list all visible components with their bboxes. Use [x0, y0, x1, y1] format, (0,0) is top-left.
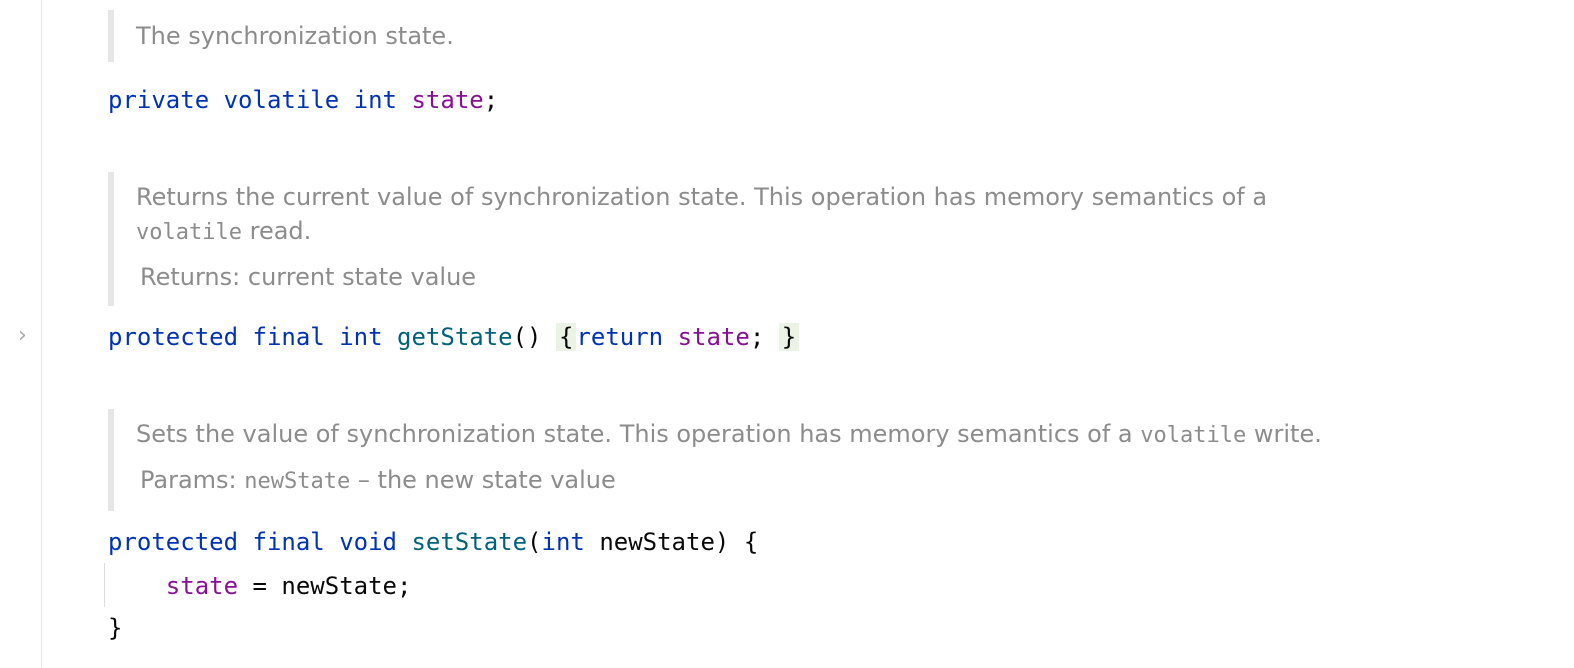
keyword: protected	[108, 323, 239, 351]
doc-code: volatile	[1140, 423, 1247, 448]
returns-text: current state value	[247, 263, 477, 291]
assign-operator: =	[252, 572, 267, 600]
doc-comment-getstate: Returns the current value of synchroniza…	[108, 172, 1267, 306]
doc-code: volatile	[136, 220, 242, 245]
doc-comment-setstate: Sets the value of synchronization state.…	[108, 409, 1322, 511]
doc-comment-state: The synchronization state.	[108, 10, 454, 62]
doc-text: Returns the current value of synchroniza…	[136, 183, 1268, 211]
close-paren: )	[714, 528, 730, 556]
keyword: return	[576, 323, 664, 351]
doc-text: write.	[1253, 420, 1322, 448]
semicolon: ;	[483, 86, 499, 114]
param-name: newState	[599, 528, 715, 556]
close-brace: }	[778, 323, 800, 351]
doc-params: Params: newState – the new state value	[136, 463, 1322, 499]
parens: ()	[512, 323, 542, 351]
method-name[interactable]: setState	[411, 528, 528, 556]
field-name: state	[411, 86, 484, 114]
keyword: final	[252, 528, 325, 556]
open-paren: (	[527, 528, 542, 556]
doc-description: Sets the value of synchronization state.…	[136, 409, 1322, 453]
type: void	[339, 528, 397, 556]
param-name: newState	[244, 469, 351, 494]
method-setstate-body: state = newState;	[108, 568, 412, 604]
field-name: state	[677, 323, 750, 351]
variable: newState	[281, 572, 397, 600]
keyword: final	[252, 323, 325, 351]
doc-returns: Returns: current state value	[136, 260, 1267, 294]
type: int	[339, 323, 383, 351]
param-text: – the new state value	[357, 466, 616, 494]
returns-label: Returns:	[140, 263, 241, 291]
doc-description: The synchronization state.	[136, 22, 454, 50]
method-setstate-signature: protected final void setState(int newSta…	[108, 524, 758, 560]
semicolon: ;	[397, 572, 412, 600]
doc-text: Sets the value of synchronization state.…	[136, 420, 1133, 448]
type: int	[353, 86, 398, 114]
keyword: protected	[108, 528, 239, 556]
indent-guide	[104, 563, 105, 607]
close-brace: }	[108, 614, 123, 642]
method-getstate: protected final int getState() {return s…	[108, 319, 800, 355]
field-name: state	[165, 572, 239, 600]
chevron-right-icon[interactable]: ›	[18, 323, 27, 348]
editor-gutter	[0, 0, 42, 668]
method-name[interactable]: getState	[397, 323, 513, 351]
open-brace: {	[555, 323, 577, 351]
keyword: volatile	[223, 86, 340, 114]
doc-description: Returns the current value of synchroniza…	[136, 172, 1267, 250]
open-brace: {	[743, 528, 759, 556]
param-type: int	[541, 528, 585, 556]
semicolon: ;	[749, 323, 765, 351]
field-declaration: private volatile int state;	[108, 82, 498, 118]
doc-text: read.	[249, 217, 312, 245]
method-setstate-close: }	[108, 610, 122, 646]
keyword: private	[108, 86, 210, 114]
params-label: Params:	[140, 466, 237, 494]
